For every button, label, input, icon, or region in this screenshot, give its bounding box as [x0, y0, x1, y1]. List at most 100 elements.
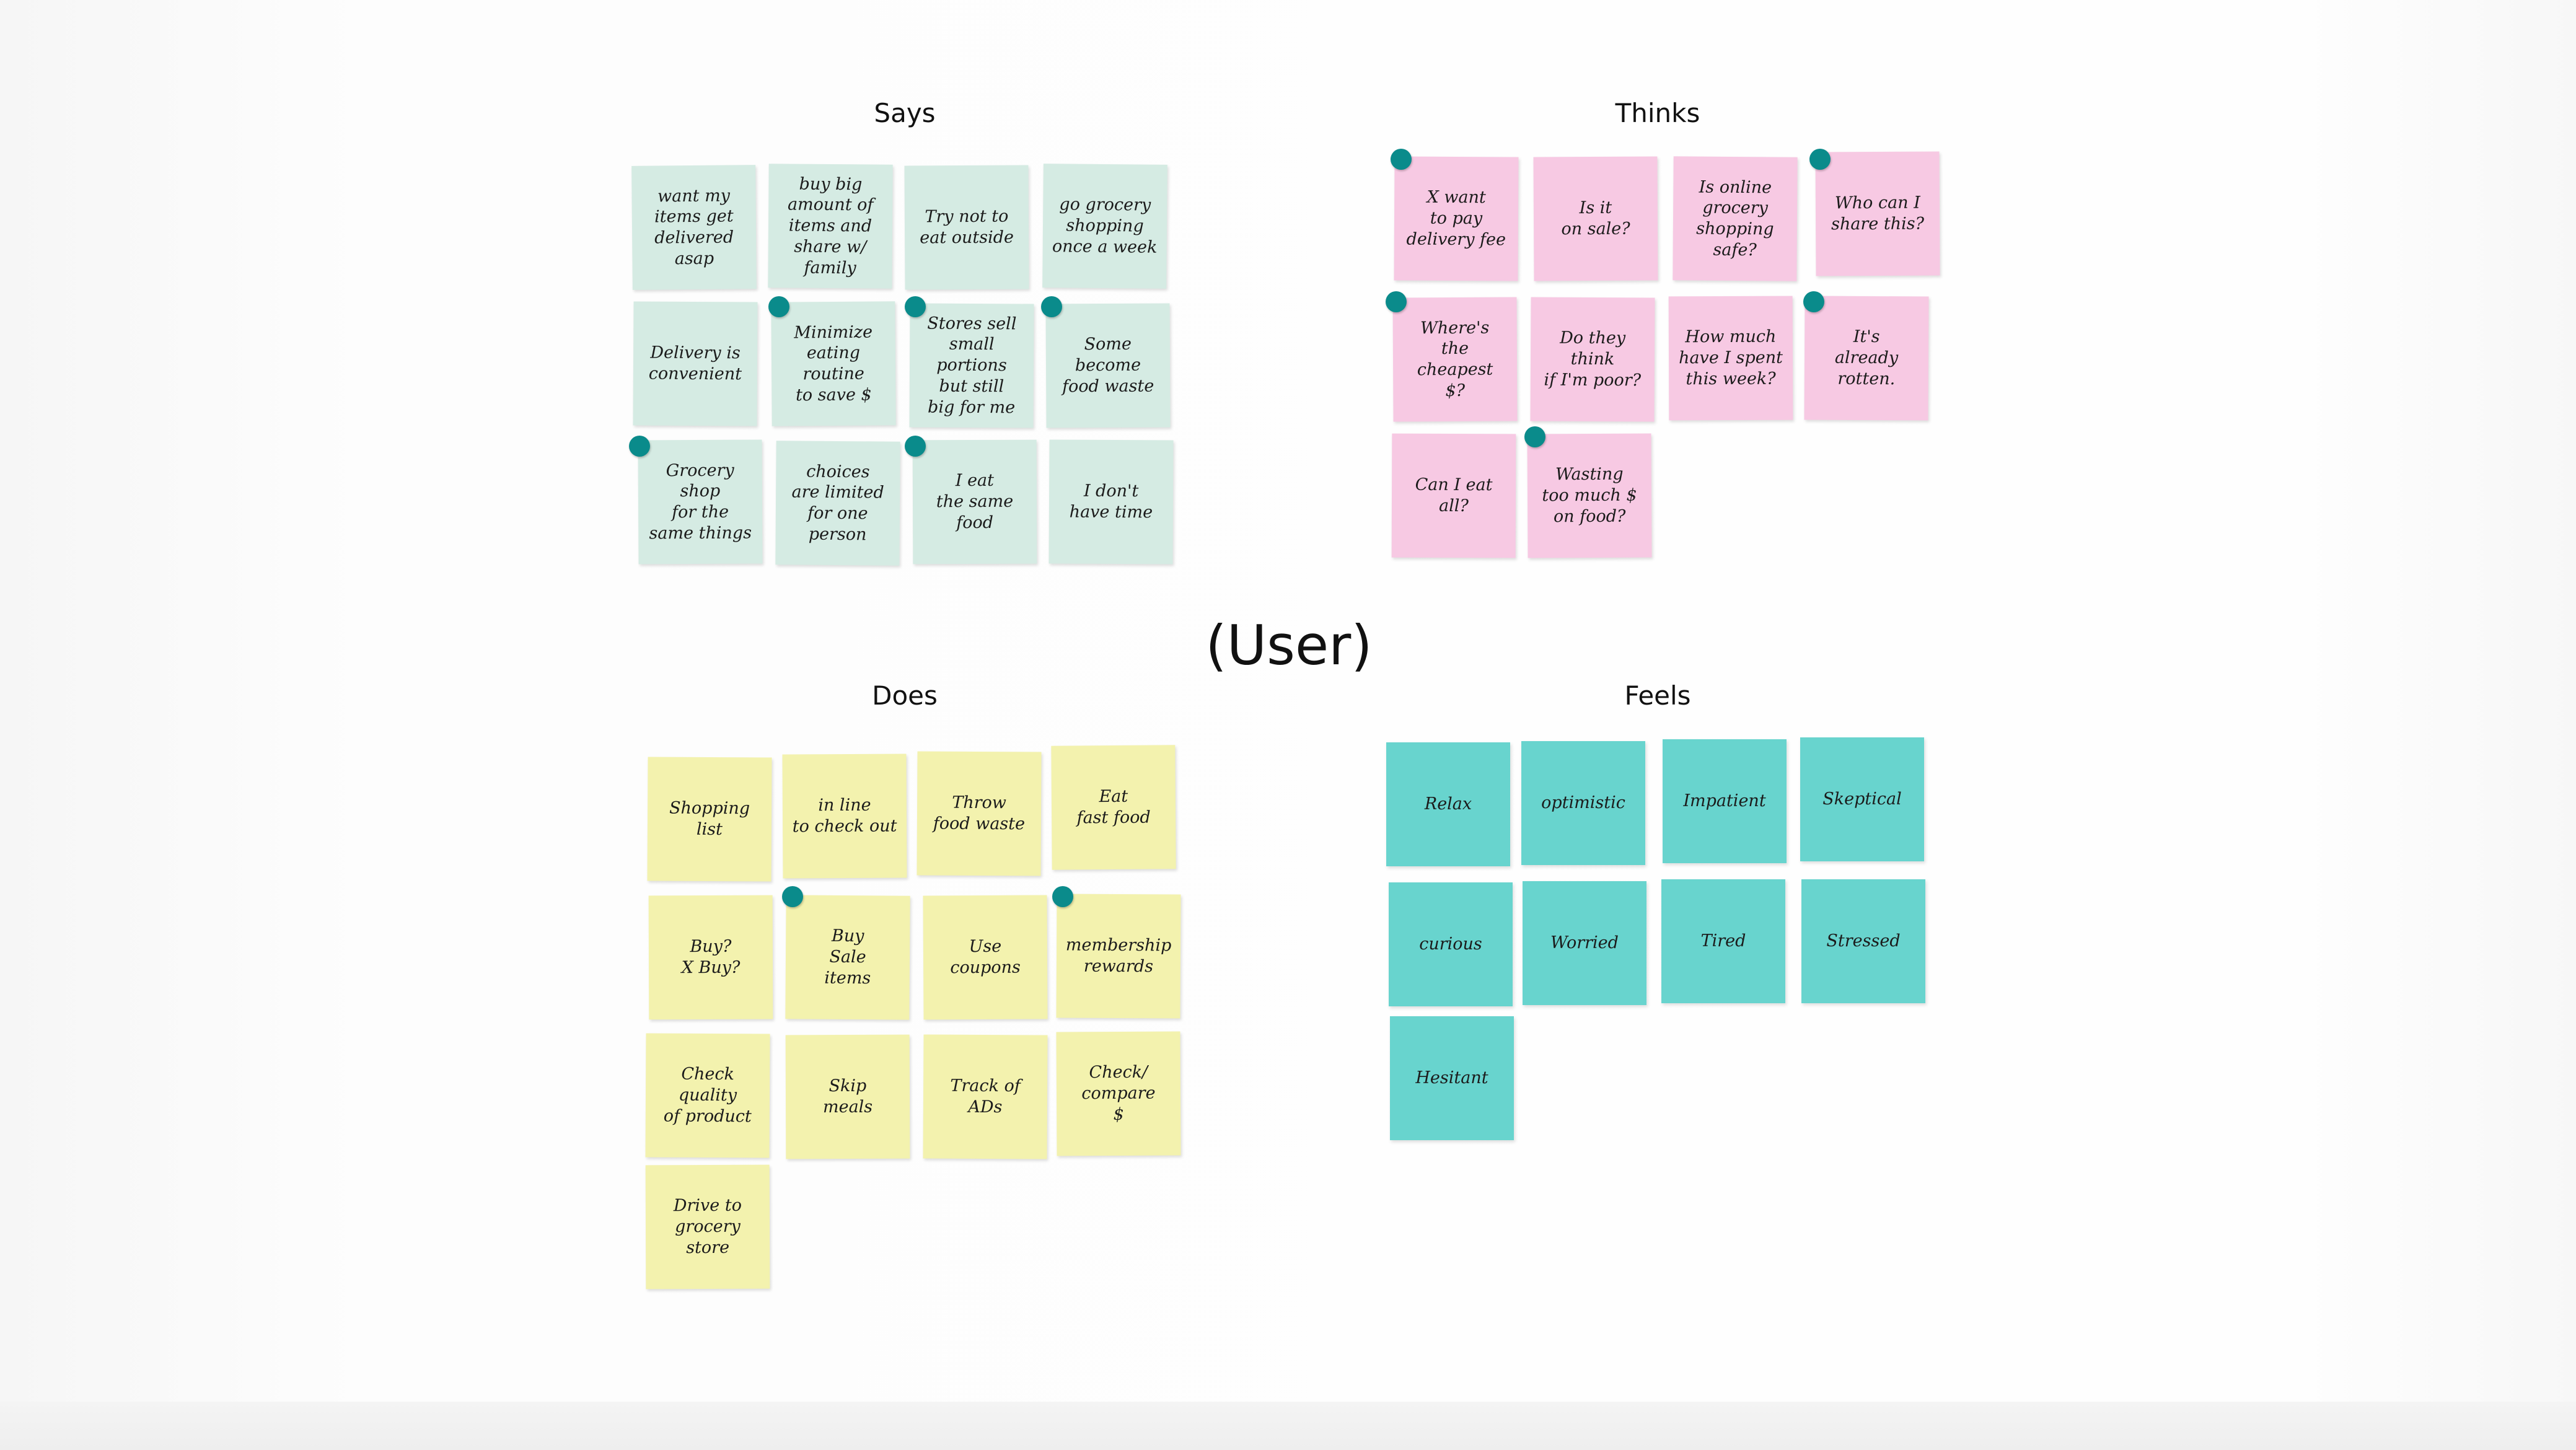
- sticky-note[interactable]: membership rewards: [1056, 894, 1181, 1019]
- sticky-note[interactable]: Where's the cheapest $?: [1392, 297, 1518, 422]
- pin-dot: [1524, 426, 1545, 447]
- pin-dot: [1809, 149, 1831, 170]
- sticky-note[interactable]: choices are limited for one person: [775, 441, 900, 566]
- sticky-note[interactable]: buy big amount of items and share w/ fam…: [768, 164, 893, 289]
- sticky-note[interactable]: Is online grocery shopping safe?: [1673, 156, 1798, 281]
- note-text: Throw food waste: [933, 793, 1026, 834]
- note-text: Buy? X Buy?: [681, 937, 741, 978]
- sticky-note[interactable]: in line to check out: [782, 754, 907, 879]
- note-text: Buy Sale items: [824, 926, 871, 988]
- heading-says: Says: [874, 98, 936, 128]
- sticky-note[interactable]: Minimize eating routine to save $: [771, 301, 896, 426]
- note-text: Check/ compare $: [1081, 1063, 1156, 1124]
- sticky-note[interactable]: Shopping list: [647, 757, 772, 882]
- sticky-note[interactable]: It's already rotten.: [1804, 296, 1929, 421]
- note-text: Impatient: [1683, 791, 1766, 811]
- note-text: X want to pay delivery fee: [1406, 188, 1506, 250]
- sticky-note[interactable]: Skip meals: [785, 1034, 910, 1159]
- note-text: in line to check out: [792, 796, 897, 837]
- note-text: How much have I spent this week?: [1678, 327, 1783, 389]
- note-text: Do they think if I'm poor?: [1544, 328, 1642, 390]
- note-text: Skeptical: [1822, 789, 1902, 809]
- note-text: Skip meals: [822, 1076, 873, 1117]
- sticky-note[interactable]: Worried: [1523, 881, 1646, 1005]
- sticky-note[interactable]: Buy Sale items: [785, 895, 910, 1020]
- sticky-note[interactable]: curious: [1389, 882, 1513, 1006]
- note-text: Hesitant: [1415, 1068, 1488, 1088]
- sticky-note[interactable]: Use coupons: [923, 895, 1048, 1020]
- heading-does: Does: [872, 680, 938, 711]
- note-text: I don't have time: [1069, 481, 1153, 522]
- note-text: Try not to eat outside: [920, 206, 1014, 248]
- sticky-note[interactable]: Check quality of product: [645, 1033, 770, 1158]
- sticky-note[interactable]: Relax: [1386, 742, 1510, 866]
- floor-strip: [0, 1402, 2576, 1450]
- sticky-note[interactable]: Eat fast food: [1051, 745, 1176, 870]
- pin-dot: [1041, 296, 1062, 317]
- sticky-note[interactable]: Try not to eat outside: [904, 165, 1029, 290]
- sticky-note[interactable]: Track of ADs: [923, 1034, 1048, 1159]
- note-text: Who can I share this?: [1831, 193, 1925, 234]
- note-text: Minimize eating routine to save $: [794, 322, 873, 405]
- note-text: It's already rotten.: [1834, 327, 1899, 389]
- pin-dot: [782, 886, 803, 907]
- sticky-note[interactable]: Drive to grocery store: [645, 1164, 770, 1290]
- note-text: Where's the cheapest $?: [1417, 318, 1493, 400]
- note-text: buy big amount of items and share w/ fam…: [787, 174, 874, 278]
- note-text: optimistic: [1541, 793, 1625, 813]
- pin-dot: [1391, 149, 1412, 170]
- pin-dot: [629, 436, 650, 457]
- note-text: go grocery shopping once a week: [1052, 195, 1158, 257]
- sticky-note[interactable]: Tired: [1661, 879, 1785, 1003]
- note-text: want my items get delivered asap: [654, 185, 734, 269]
- heading-feels: Feels: [1624, 680, 1691, 711]
- sticky-note[interactable]: go grocery shopping once a week: [1042, 164, 1167, 289]
- note-text: Is online grocery shopping safe?: [1696, 177, 1774, 260]
- note-text: Drive to grocery store: [673, 1196, 742, 1257]
- sticky-note[interactable]: Wasting too much $ on food?: [1527, 433, 1652, 558]
- sticky-note[interactable]: Stressed: [1801, 879, 1925, 1003]
- note-text: Is it on sale?: [1561, 198, 1630, 239]
- sticky-note[interactable]: Check/ compare $: [1056, 1031, 1181, 1156]
- sticky-note[interactable]: Is it on sale?: [1533, 156, 1658, 281]
- sticky-note[interactable]: want my items get delivered asap: [631, 165, 757, 290]
- sticky-note[interactable]: Some become food waste: [1045, 303, 1171, 428]
- note-text: Shopping list: [669, 798, 750, 840]
- sticky-note[interactable]: Throw food waste: [917, 751, 1042, 876]
- pin-dot: [1386, 291, 1407, 312]
- note-text: curious: [1419, 934, 1482, 954]
- sticky-note[interactable]: Can I eat all?: [1391, 433, 1516, 558]
- note-text: I eat the same food: [936, 471, 1014, 532]
- note-text: Some become food waste: [1062, 335, 1154, 397]
- note-text: Wasting too much $ on food?: [1542, 465, 1637, 527]
- note-text: Can I eat all?: [1415, 475, 1493, 516]
- sticky-note[interactable]: Grocery shop for the same things: [638, 439, 763, 565]
- note-text: Check quality of product: [663, 1065, 752, 1127]
- sticky-note[interactable]: Impatient: [1663, 739, 1787, 863]
- pin-dot: [905, 296, 926, 317]
- pin-dot: [1052, 886, 1073, 907]
- center-title-user: (User): [1205, 613, 1373, 677]
- sticky-note[interactable]: Stores sell small portions but still big…: [909, 303, 1034, 428]
- sticky-note[interactable]: I don't have time: [1048, 439, 1174, 565]
- sticky-note[interactable]: How much have I spent this week?: [1668, 296, 1793, 421]
- sticky-note[interactable]: optimistic: [1521, 741, 1645, 865]
- sticky-note[interactable]: I eat the same food: [912, 439, 1037, 565]
- sticky-note[interactable]: Skeptical: [1800, 737, 1924, 861]
- note-text: Delivery is convenient: [648, 343, 742, 384]
- note-text: Relax: [1424, 794, 1472, 814]
- pin-dot: [1803, 291, 1824, 312]
- sticky-note[interactable]: Do they think if I'm poor?: [1530, 297, 1655, 422]
- sticky-note[interactable]: Buy? X Buy?: [648, 895, 773, 1020]
- sticky-note[interactable]: X want to pay delivery fee: [1394, 156, 1519, 281]
- note-text: Use coupons: [950, 937, 1021, 978]
- pin-dot: [768, 296, 789, 317]
- pin-dot: [905, 436, 926, 457]
- note-text: Worried: [1550, 933, 1619, 953]
- note-text: Stores sell small portions but still big…: [927, 314, 1017, 417]
- note-text: membership rewards: [1065, 935, 1172, 977]
- sticky-note[interactable]: Hesitant: [1390, 1016, 1514, 1140]
- sticky-note[interactable]: Delivery is convenient: [633, 301, 758, 426]
- note-text: Track of ADs: [950, 1076, 1021, 1117]
- sticky-note[interactable]: Who can I share this?: [1815, 151, 1940, 276]
